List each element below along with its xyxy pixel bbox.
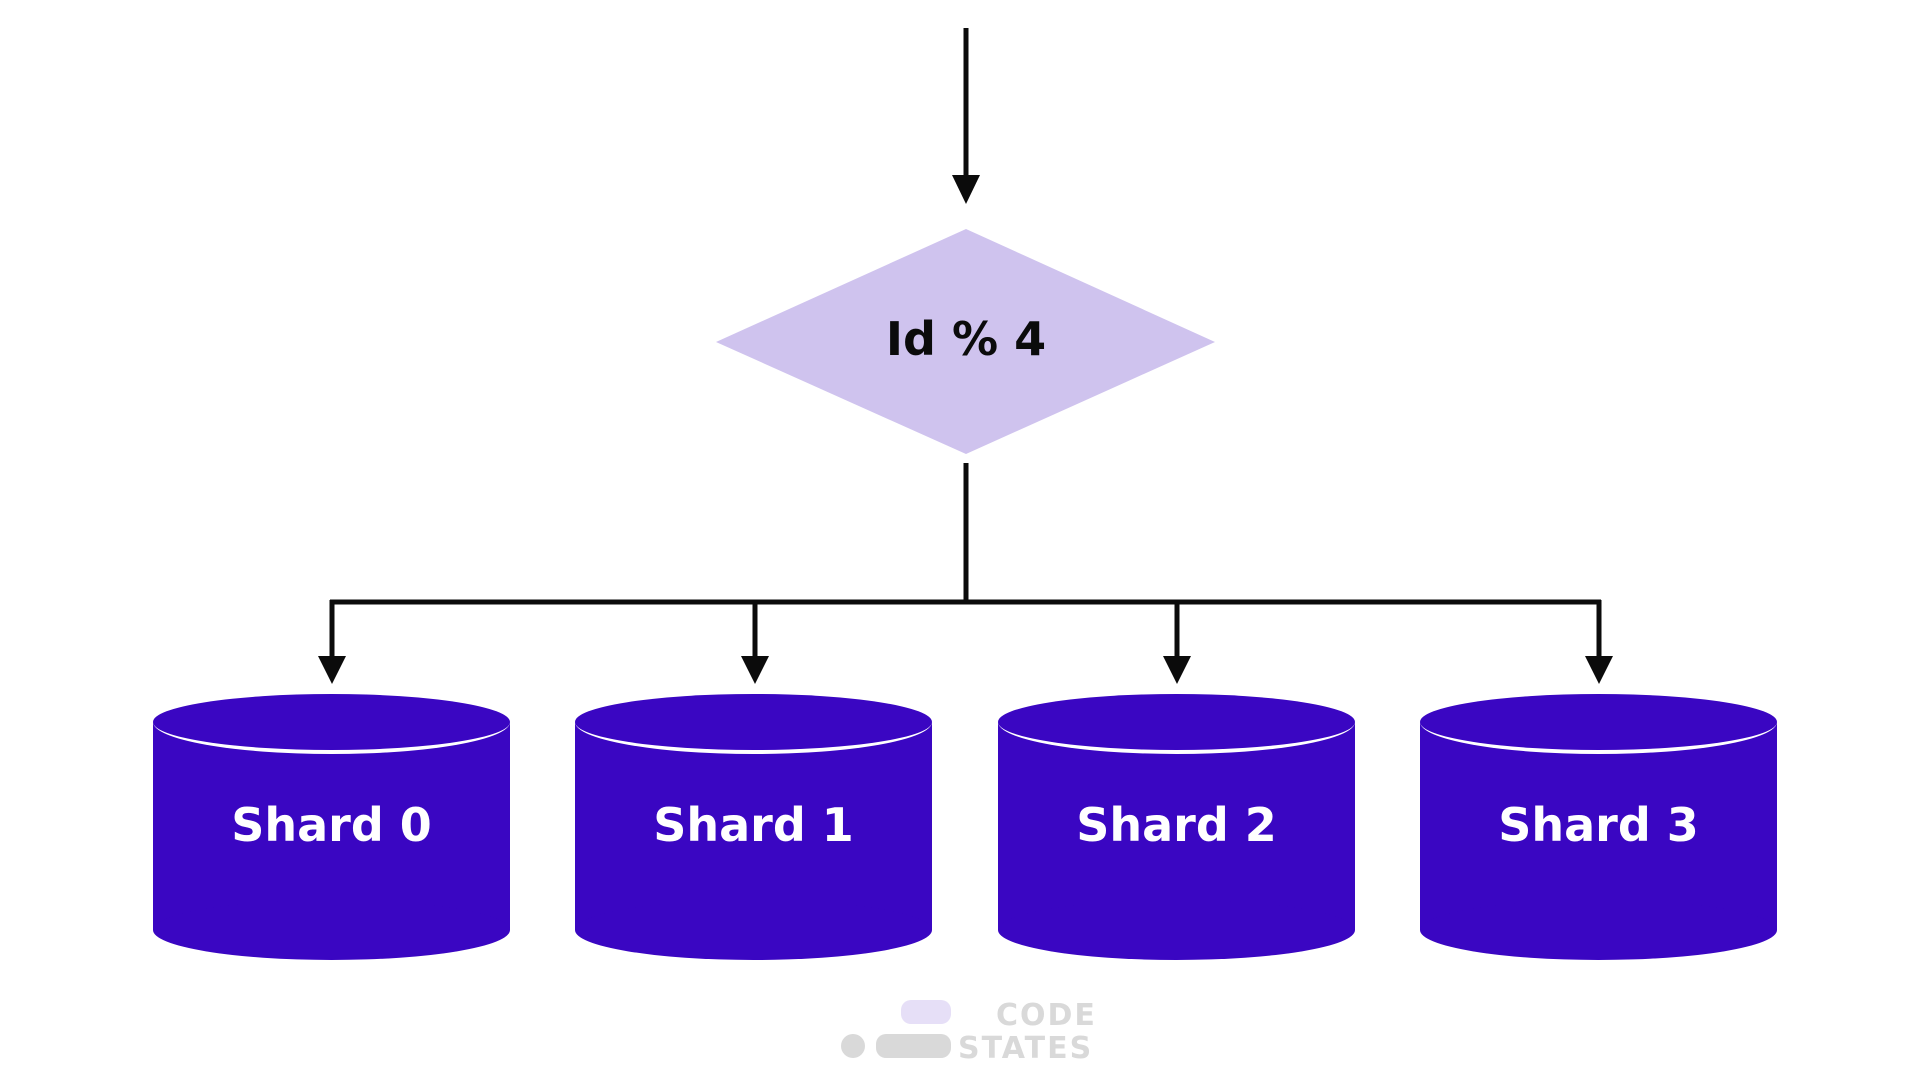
decision-label: Id % 4 [886, 312, 1046, 366]
shard-1-database: Shard 1 [575, 690, 932, 960]
decision-node: Id % 4 [716, 229, 1215, 454]
branch-arrow-1 [741, 600, 769, 684]
logo-accent-bar [901, 1000, 951, 1024]
shard-3-database: Shard 3 [1420, 690, 1777, 960]
input-arrow [952, 28, 980, 204]
connector-lines [330, 463, 1601, 605]
branch-arrow-2 [1163, 600, 1191, 684]
branch-arrow-3 [1585, 600, 1613, 684]
logo-dot [841, 1034, 865, 1058]
logo-text-states: STATES [958, 1031, 1093, 1066]
shard-2-label: Shard 2 [1076, 798, 1277, 852]
codestates-logo: CODE STATES [841, 998, 1097, 1066]
logo-bar [876, 1034, 951, 1058]
decision-diamond [716, 229, 1215, 454]
shard-2-database: Shard 2 [998, 690, 1355, 960]
shard-1-label: Shard 1 [653, 798, 854, 852]
shard-0-label: Shard 0 [231, 798, 432, 852]
shard-0-database: Shard 0 [153, 690, 510, 960]
shard-3-label: Shard 3 [1498, 798, 1699, 852]
logo-text-code: CODE [996, 998, 1097, 1033]
branch-arrow-0 [318, 600, 346, 684]
